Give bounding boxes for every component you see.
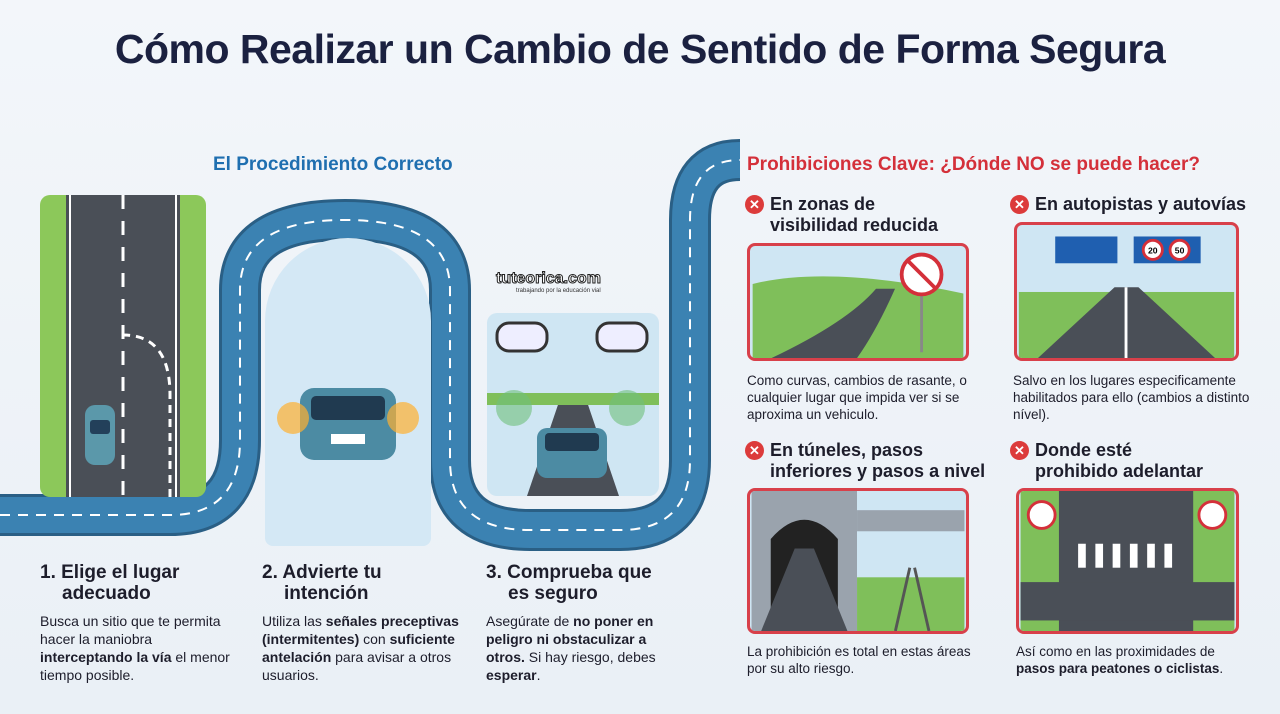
step1-illustration	[40, 195, 206, 497]
step-description: Asegúrate de no poner en peligro ni obst…	[486, 613, 656, 683]
crosswalk-illustration	[1016, 488, 1239, 634]
prohibition-description: La prohibición es total en estas áreas p…	[747, 644, 971, 676]
x-icon: ✕	[1010, 441, 1029, 460]
tuteorica-logo: tuteorica.com trabajando por la educació…	[496, 270, 602, 295]
step-title: 3. Comprueba que	[486, 562, 652, 583]
prohibition-highways: ✕En autopistas y autovías	[1010, 194, 1270, 215]
step3-illustration	[487, 313, 659, 496]
tunnel-illustration	[747, 488, 969, 634]
visibility-illustration	[747, 243, 969, 361]
prohibition-description: Salvo en los lugares especificamente hab…	[1013, 373, 1250, 422]
x-icon: ✕	[745, 441, 764, 460]
speed-sign-50: 50	[1175, 246, 1185, 256]
step2-illustration	[265, 238, 431, 546]
step-description: Busca un sitio que te permita hacer la m…	[40, 613, 230, 683]
step-title: 1. Elige el lugar	[40, 562, 180, 583]
prohibition-description: Como curvas, cambios de rasante, o cualq…	[747, 373, 967, 422]
x-icon: ✕	[1010, 195, 1029, 214]
page-title: Cómo Realizar un Cambio de Sentido de Fo…	[114, 26, 1166, 72]
speed-sign-20: 20	[1148, 246, 1158, 256]
step-description: Utiliza las señales preceptivas (intermi…	[262, 613, 459, 683]
x-icon: ✕	[745, 195, 764, 214]
prohibitions-heading: Prohibiciones Clave: ¿Dónde NO se puede …	[747, 154, 1200, 175]
procedure-heading: El Procedimiento Correcto	[213, 154, 453, 175]
step-title: 2. Advierte tu	[262, 562, 382, 583]
prohibition-description: Así como en las proximidades de pasos pa…	[1016, 644, 1224, 676]
